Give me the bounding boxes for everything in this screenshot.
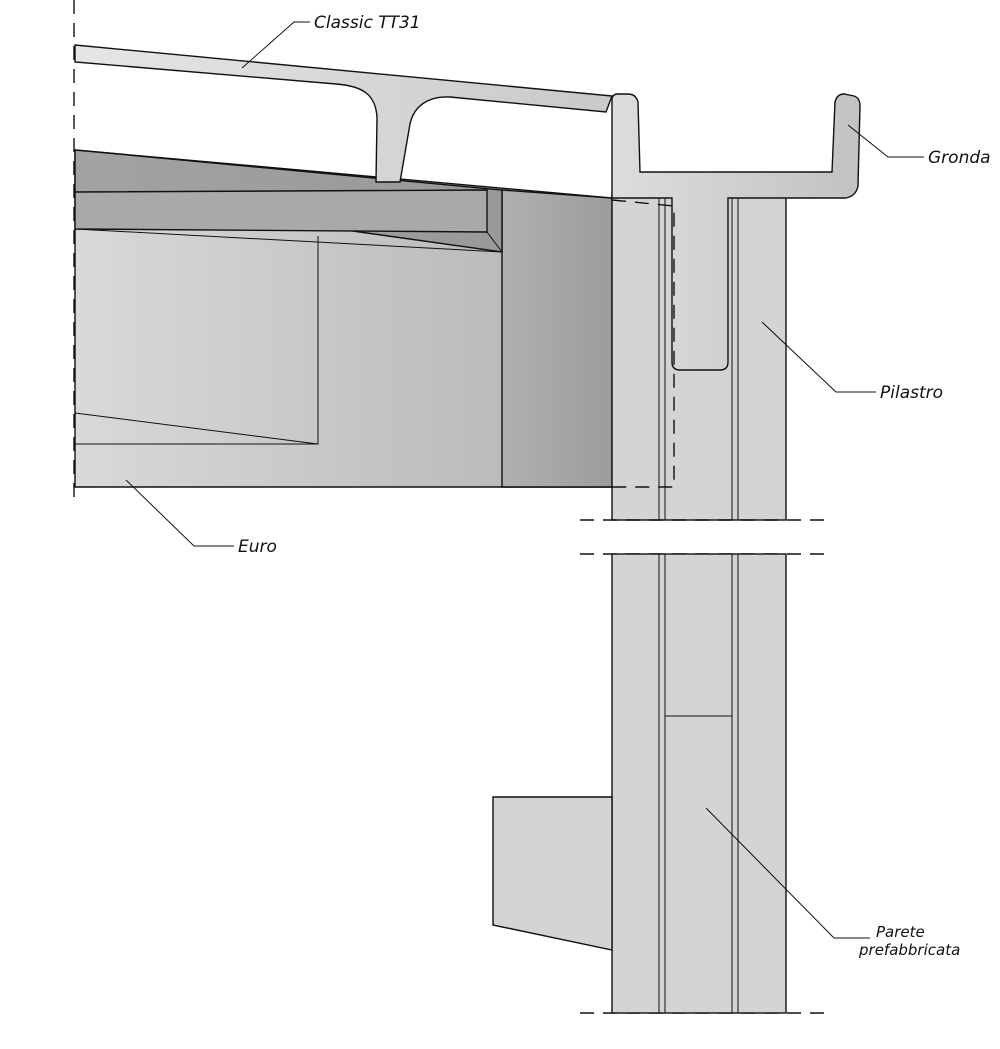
leader-euro [125,479,234,547]
classic-tt31-shape [74,44,613,183]
euro-beam [74,149,613,488]
leader-pilastro [761,321,876,393]
label-gronda: Gronda [928,148,991,168]
gronda-gutter [611,93,861,371]
labels: Classic TT31 Gronda Pilastro Euro Parete… [238,13,991,959]
euro-beam-flange-lip [74,189,488,233]
leader-parete [705,807,870,939]
pilastro-lower-body [611,553,787,1014]
classic-tt31-element [74,44,613,183]
pilastro-lower [492,553,787,1014]
leader-classic-tt31 [241,21,310,69]
euro-beam-chamfer [486,231,503,253]
euro-beam-end-face [501,189,613,488]
leader-gronda [847,124,924,158]
leader-lines [125,21,924,939]
euro-beam-flange-edge [74,228,503,253]
corbel [492,796,613,951]
label-euro: Euro [238,537,277,557]
label-pilastro: Pilastro [880,383,943,403]
beam-end-hidden [611,199,675,488]
label-parete-line1: Parete [876,923,925,941]
label-parete-line2: prefabbricata [858,941,960,959]
gronda-shape [611,93,861,371]
label-classic-tt31: Classic TT31 [314,13,421,33]
